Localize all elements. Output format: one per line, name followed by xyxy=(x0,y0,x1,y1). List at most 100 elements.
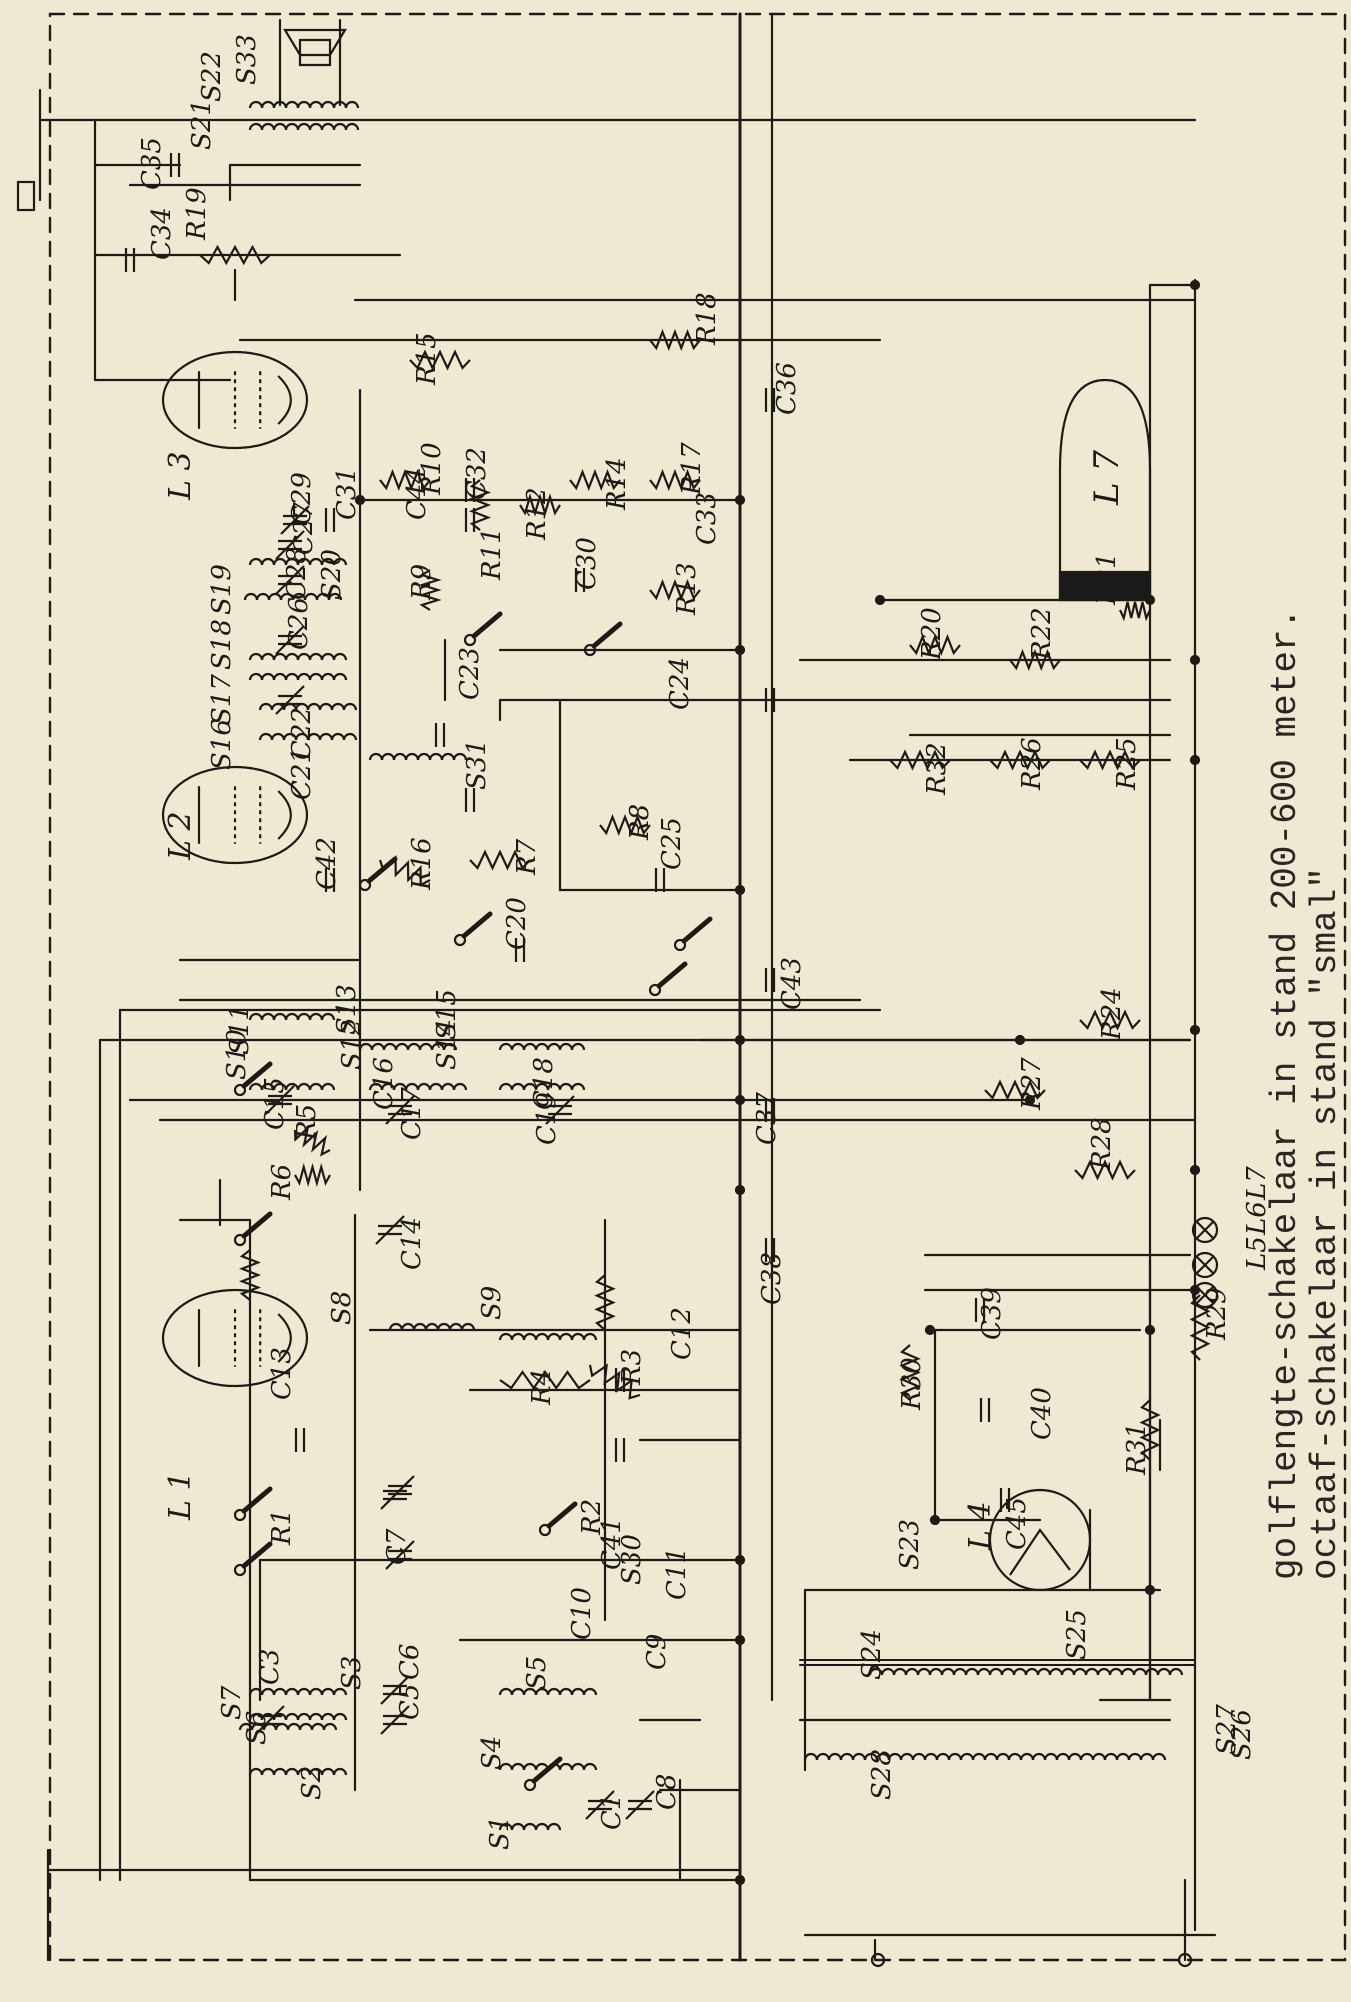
tube-cathode xyxy=(277,375,292,425)
coil-s1 xyxy=(498,1822,562,1831)
label-s17: S17 xyxy=(207,674,237,725)
switch-contact xyxy=(463,633,477,647)
label-c37: C37 xyxy=(752,1092,782,1145)
lamp-label-l5: L5 xyxy=(1242,1236,1272,1271)
junction-dot xyxy=(1189,1164,1201,1176)
resistor-r5 xyxy=(293,1124,331,1157)
label-c24: C24 xyxy=(665,657,695,710)
switch-contact xyxy=(583,643,597,657)
label-c35: C35 xyxy=(137,137,167,190)
speaker-cone xyxy=(283,28,347,57)
resistor-r9 xyxy=(418,569,442,611)
label-r18: R18 xyxy=(692,292,722,346)
switch-contact xyxy=(453,933,467,947)
terminal xyxy=(1177,1952,1193,1968)
label-c38: C38 xyxy=(757,1252,787,1305)
label-r14: R14 xyxy=(602,457,632,511)
tube-l2 xyxy=(161,765,309,865)
tube-l1 xyxy=(161,1288,309,1388)
pilot-lamp xyxy=(1191,1216,1219,1244)
junction-dot xyxy=(1144,1584,1156,1596)
label-c5: C5 xyxy=(395,1684,425,1720)
label-s13: S13 xyxy=(332,984,362,1035)
label-s7: S7 xyxy=(217,1685,247,1720)
label-s10: S10 xyxy=(222,1029,252,1080)
junction-dot xyxy=(874,594,886,606)
resistor-r8 xyxy=(599,813,651,837)
variable-capacitor-c18 xyxy=(380,1480,410,1510)
junction-dot xyxy=(734,1034,746,1046)
coil-s31 xyxy=(368,752,468,761)
label-c9: C9 xyxy=(642,1634,672,1670)
label-s16: S16 xyxy=(207,719,237,770)
coil-s14 xyxy=(498,1082,586,1091)
label-c3: C3 xyxy=(255,1649,285,1685)
tube-l7-top xyxy=(1058,570,1152,602)
label-c23: C23 xyxy=(455,647,485,700)
label-c33: C33 xyxy=(692,492,722,545)
label-c31: C31 xyxy=(332,467,362,520)
speaker-jack xyxy=(16,180,36,212)
resistor-r25 xyxy=(1079,749,1141,771)
resistor-r12 xyxy=(519,493,561,517)
resistor-r22 xyxy=(1009,648,1061,672)
resistor-r21 xyxy=(1119,601,1151,622)
variable-capacitor-c7 xyxy=(385,1540,415,1570)
resistor-r27 xyxy=(984,1079,1046,1101)
tube-l4 xyxy=(988,1488,1092,1592)
label-c22: C22 xyxy=(287,707,317,760)
label-r30: R30 xyxy=(897,1357,927,1411)
label-r7: R7 xyxy=(512,838,542,876)
resistor-r26 xyxy=(989,749,1051,771)
label-r21: R21 xyxy=(1092,552,1122,606)
resistor-r17 xyxy=(649,468,701,492)
transformer-primary-coil xyxy=(248,122,360,131)
label-c6: C6 xyxy=(395,1644,425,1680)
speaker-coil xyxy=(298,38,332,67)
label-r24: R24 xyxy=(1097,987,1127,1041)
variable-capacitor-c21 xyxy=(275,685,305,715)
label-c28: C28 xyxy=(282,547,312,600)
tube-label-l1: L 1 xyxy=(163,1471,198,1521)
switch-contact xyxy=(648,983,662,997)
coil-s10 xyxy=(248,1082,336,1091)
label-r1: R1 xyxy=(267,1509,297,1546)
label-c15: C15 xyxy=(260,1077,290,1130)
frame-border xyxy=(48,12,1347,1962)
coil-s18b xyxy=(248,652,348,661)
label-c34: C34 xyxy=(147,207,177,260)
switch-contact xyxy=(538,1523,552,1537)
variable-capacitor-c15 xyxy=(265,1085,295,1115)
mains-secondary-coil xyxy=(803,1752,1167,1761)
pilot-lamp-x xyxy=(1195,1255,1215,1275)
label-r20: R20 xyxy=(917,607,947,661)
switch-contact xyxy=(673,938,687,952)
tube-l7 xyxy=(1058,378,1152,602)
junction-dot xyxy=(1189,279,1201,291)
coil-s12 xyxy=(368,1082,468,1091)
switch-blade xyxy=(241,1486,273,1514)
tube-label-l4: L 4 xyxy=(963,1501,998,1551)
label-s1: S1 xyxy=(485,1816,515,1850)
transformer-secondary-coil xyxy=(248,100,360,109)
label-r2: R2 xyxy=(577,1499,607,1536)
resistor-r10 xyxy=(379,468,431,492)
label-s5: S5 xyxy=(522,1656,552,1690)
coil-s2 xyxy=(248,1767,348,1776)
label-s31: S31 xyxy=(462,739,492,790)
label-c13: C13 xyxy=(267,1347,297,1400)
label-c12: C12 xyxy=(667,1307,697,1360)
switch-contact xyxy=(358,878,372,892)
label-r32: R32 xyxy=(922,742,952,796)
tube-label-l2: L 2 xyxy=(163,811,198,861)
tube-l3 xyxy=(161,350,309,450)
label-c29: C29 xyxy=(287,472,317,525)
resistor-r11 xyxy=(468,479,492,531)
label-c1: C1 xyxy=(597,1794,627,1830)
variable-capacitor-c8 xyxy=(625,1790,655,1820)
junction-dot xyxy=(1189,1284,1201,1296)
tube-cathode xyxy=(277,790,292,840)
resistor-r7 xyxy=(469,849,531,871)
coil-s19 xyxy=(243,592,343,601)
coil-s8 xyxy=(388,1322,476,1331)
